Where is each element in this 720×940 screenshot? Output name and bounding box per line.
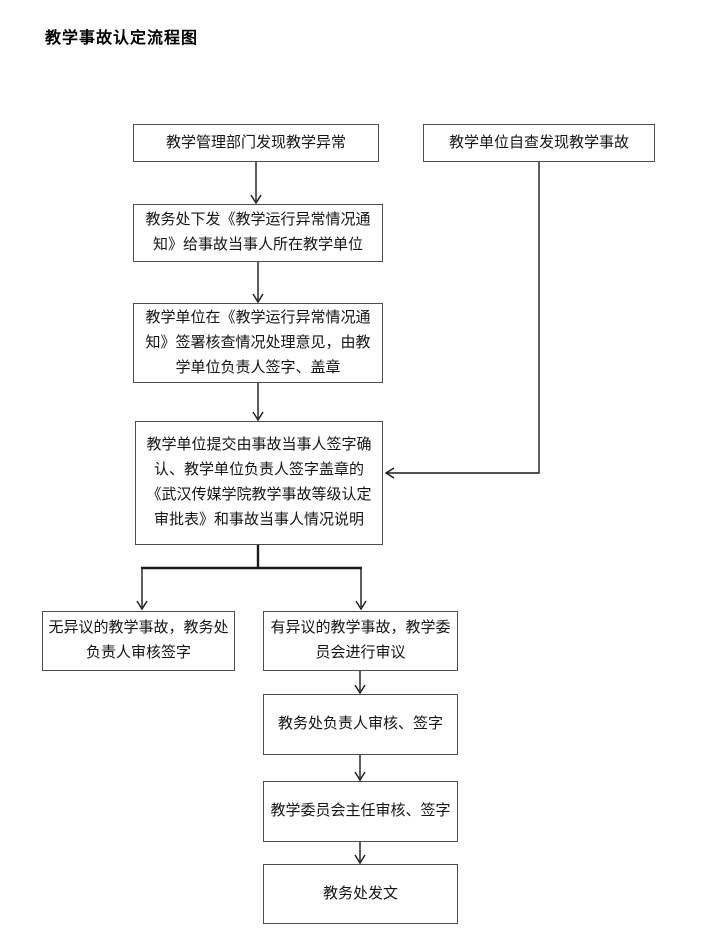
flow-node-dean-review: 教务处负责人审核、签字: [263, 694, 458, 755]
flow-node-submit-form: 教学单位提交由事故当事人签字确认、教学单位负责人签字盖章的《武汉传媒学院教学事故…: [135, 421, 383, 545]
flow-node-issue-document: 教务处发文: [263, 864, 458, 924]
connector-branch-split: [136, 545, 367, 611]
flow-node-no-objection: 无异议的教学事故，教务处负责人审核签字: [42, 611, 235, 671]
flow-node-sign-notice: 教学单位在《教学运行异常情况通知》签署核查情况处理意见，由教学单位负责人签字、盖…: [133, 303, 383, 383]
connector-notice-to-sign: [252, 262, 264, 304]
connector-dean-to-committee: [354, 755, 366, 782]
flow-node-committee-review: 教学委员会主任审核、签字: [263, 781, 458, 842]
connector-sign-to-submit: [252, 383, 264, 422]
page-title: 教学事故认定流程图: [45, 28, 199, 47]
connector-committee-to-document: [354, 842, 366, 865]
connector-objection-to-dean: [354, 671, 366, 695]
connector-detect-to-notice: [250, 162, 262, 205]
flow-node-self-inspection: 教学单位自查发现教学事故: [423, 124, 655, 162]
flow-node-issue-notice: 教务处下发《教学运行异常情况通知》给事故当事人所在教学单位: [133, 204, 383, 262]
connector-selfinspection-to-submit: [384, 162, 540, 479]
flow-node-detect-abnormal: 教学管理部门发现教学异常: [133, 124, 379, 162]
flow-node-objection: 有异议的教学事故，教学委员会进行审议: [263, 611, 458, 671]
